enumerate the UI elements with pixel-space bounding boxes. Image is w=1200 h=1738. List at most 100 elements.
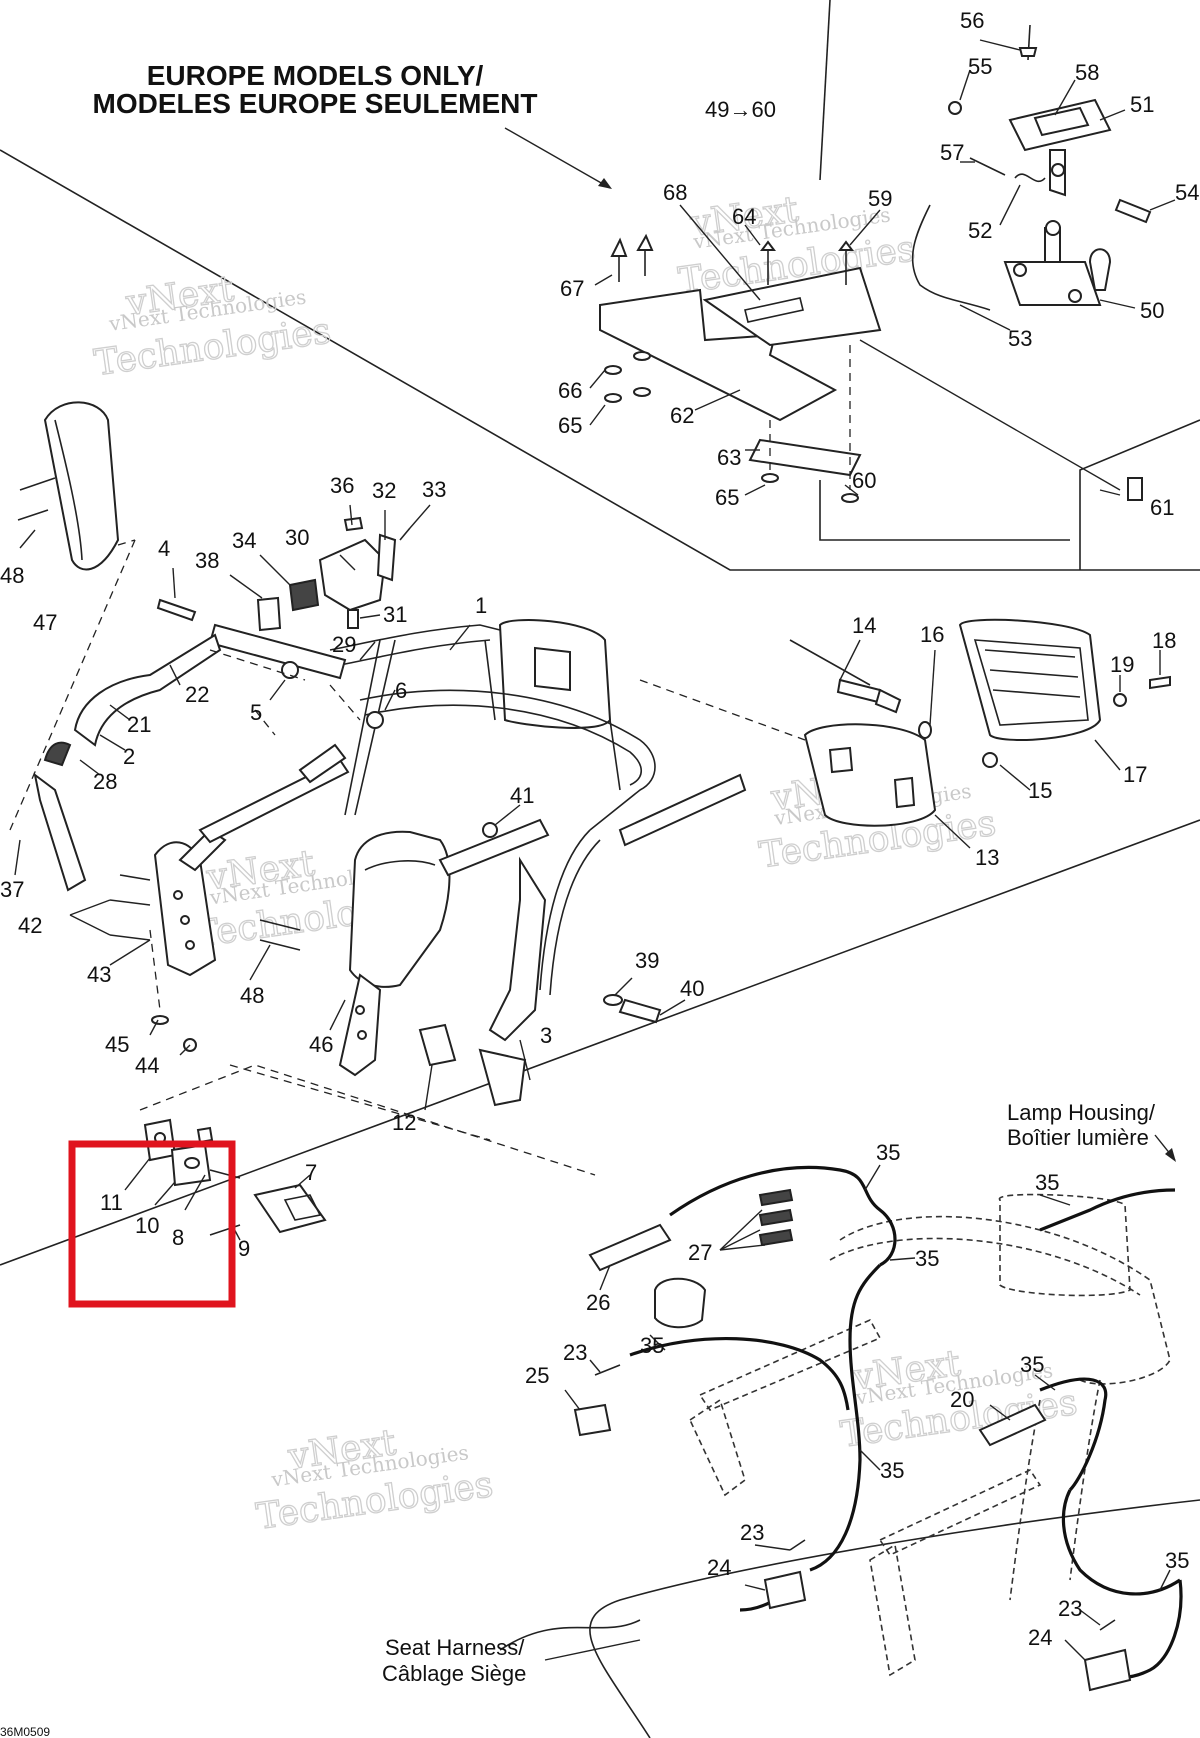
note-seat-harness-en: Seat Harness/ xyxy=(385,1635,525,1660)
callout-31: 31 xyxy=(383,602,407,627)
taillight-assembly xyxy=(639,618,1171,827)
heading-line2: MODELES EUROPE SEULEMENT xyxy=(93,88,538,119)
callout-36: 36 xyxy=(330,473,354,498)
callout-22: 22 xyxy=(185,682,209,707)
callout-35: 35 xyxy=(1035,1170,1059,1195)
handle-cover-left xyxy=(9,401,136,831)
highlight-box xyxy=(68,1140,236,1308)
callout-17: 17 xyxy=(1123,762,1147,787)
callout-54: 54 xyxy=(1175,180,1199,205)
callout-42: 42 xyxy=(18,913,42,938)
arrow-head xyxy=(598,178,612,189)
callout-35: 35 xyxy=(1165,1548,1189,1573)
callout-65: 65 xyxy=(558,413,582,438)
callout-48: 48 xyxy=(240,983,264,1008)
callout-63: 63 xyxy=(717,445,741,470)
callout-7: 7 xyxy=(305,1160,317,1185)
callout-32: 32 xyxy=(372,478,396,503)
callout-24: 24 xyxy=(707,1555,731,1580)
callout-55: 55 xyxy=(968,54,992,79)
seat-frame xyxy=(33,598,747,1107)
callout-24: 24 xyxy=(1028,1625,1052,1650)
callout-15: 15 xyxy=(1028,778,1052,803)
callout-51: 51 xyxy=(1130,92,1154,117)
callout-44: 44 xyxy=(135,1053,159,1078)
plate-bracket xyxy=(599,233,882,503)
callout-33: 33 xyxy=(422,477,446,502)
callout-35: 35 xyxy=(915,1246,939,1271)
callout-56: 56 xyxy=(960,8,984,33)
callout-66: 66 xyxy=(558,378,582,403)
callout-19: 19 xyxy=(1110,652,1134,677)
callout-43: 43 xyxy=(87,962,111,987)
callout-37: 37 xyxy=(0,877,24,902)
heading-leader xyxy=(504,127,611,189)
callout-59: 59 xyxy=(868,186,892,211)
callout-45: 45 xyxy=(105,1032,129,1057)
range-label: 49→60 xyxy=(705,97,776,122)
callout-65: 65 xyxy=(715,485,739,510)
callout-46: 46 xyxy=(309,1032,333,1057)
callout-28: 28 xyxy=(93,769,117,794)
callout-21: 21 xyxy=(127,712,151,737)
callout-20: 20 xyxy=(950,1387,974,1412)
callout-35: 35 xyxy=(876,1140,900,1165)
callout-16: 16 xyxy=(920,622,944,647)
callout-23: 23 xyxy=(1058,1596,1082,1621)
callout-23: 23 xyxy=(563,1340,587,1365)
callout-23: 23 xyxy=(740,1520,764,1545)
callout-35: 35 xyxy=(1020,1352,1044,1377)
callout-6: 6 xyxy=(395,678,407,703)
callout-30: 30 xyxy=(285,525,309,550)
callout-8: 8 xyxy=(172,1225,184,1250)
callout-13: 13 xyxy=(975,845,999,870)
note-lamp-housing-fr: Boîtier lumière xyxy=(1007,1125,1149,1150)
fastener-kit xyxy=(139,1064,596,1236)
callout-4: 4 xyxy=(158,536,170,561)
callout-40: 40 xyxy=(680,976,704,1001)
callout-57: 57 xyxy=(940,140,964,165)
callout-68: 68 xyxy=(663,180,687,205)
drawing-code: 36M0509 xyxy=(0,1725,50,1738)
callout-61: 61 xyxy=(1150,495,1174,520)
seat-harness-leader xyxy=(544,1639,641,1661)
note-seat-harness-fr: Câblage Siège xyxy=(382,1661,526,1686)
callout-2: 2 xyxy=(123,744,135,769)
callout-64: 64 xyxy=(732,204,756,229)
callout-12: 12 xyxy=(392,1110,416,1135)
callout-62: 62 xyxy=(670,403,694,428)
callout-60: 60 xyxy=(852,468,876,493)
note-lamp-housing-en: Lamp Housing/ xyxy=(1007,1100,1156,1125)
callout-labels: 56 55 58 51 57 54 52 68 64 59 50 67 53 6… xyxy=(0,8,1199,1650)
license-bracket-assembly xyxy=(911,24,1152,501)
callout-67: 67 xyxy=(560,276,584,301)
heading-line1: EUROPE MODELS ONLY/ xyxy=(147,60,484,91)
leader-lines xyxy=(14,39,1176,1661)
callout-35: 35 xyxy=(880,1458,904,1483)
callout-14: 14 xyxy=(852,613,876,638)
callout-47: 47 xyxy=(33,610,57,635)
callout-50: 50 xyxy=(1140,298,1164,323)
callout-48: 48 xyxy=(0,563,24,588)
callout-25: 25 xyxy=(525,1363,549,1388)
callout-10: 10 xyxy=(135,1213,159,1238)
callout-38: 38 xyxy=(195,548,219,573)
callout-1: 1 xyxy=(475,593,487,618)
callout-34: 34 xyxy=(232,528,256,553)
callout-11: 11 xyxy=(100,1190,123,1215)
callout-18: 18 xyxy=(1152,628,1176,653)
harness-frame xyxy=(573,1134,1183,1692)
callout-58: 58 xyxy=(1075,60,1099,85)
switch-assembly xyxy=(256,516,411,632)
callout-52: 52 xyxy=(968,218,992,243)
callout-27: 27 xyxy=(688,1240,712,1265)
callout-41: 41 xyxy=(510,783,534,808)
callout-53: 53 xyxy=(1008,326,1032,351)
callout-35: 35 xyxy=(640,1333,664,1358)
callout-39: 39 xyxy=(635,948,659,973)
callout-3: 3 xyxy=(540,1023,552,1048)
callout-9: 9 xyxy=(238,1236,250,1261)
callout-5: 5 xyxy=(250,700,262,725)
